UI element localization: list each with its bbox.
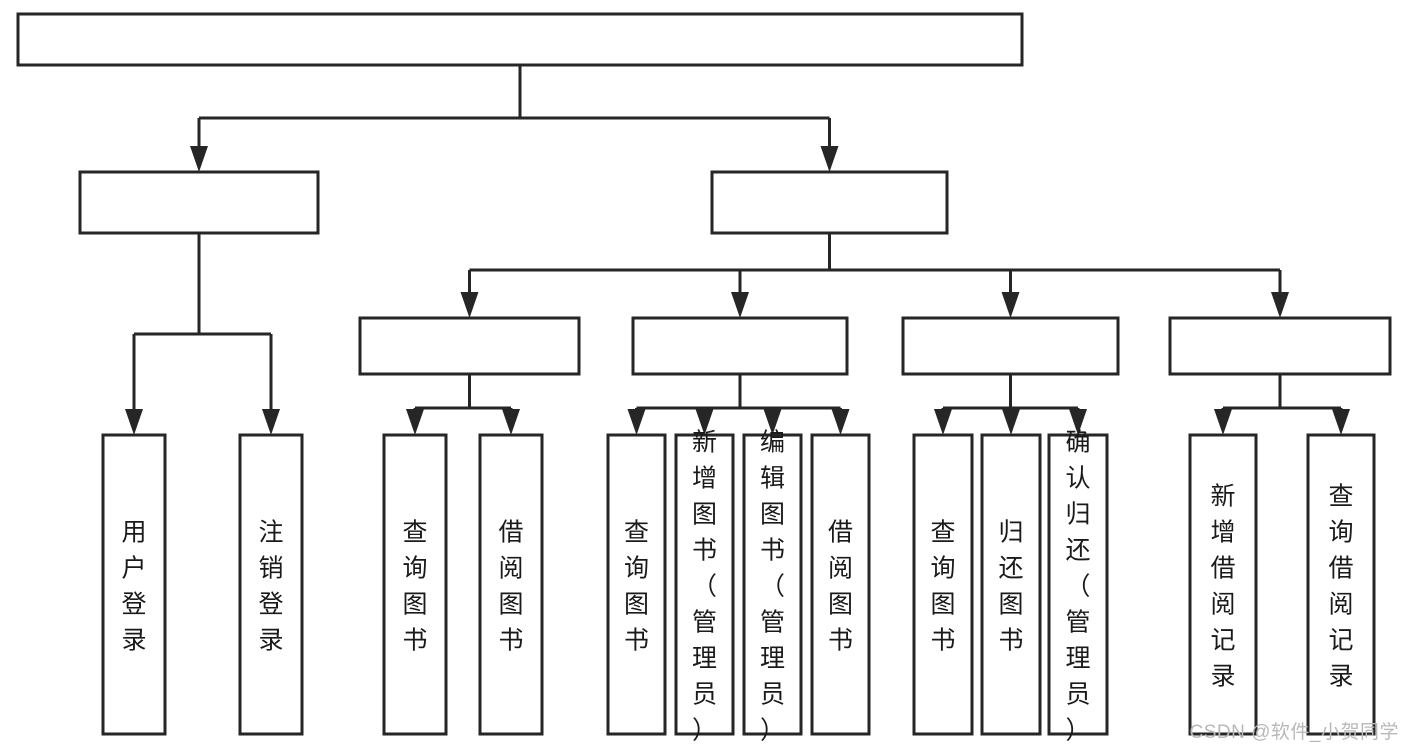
leaf-new-book-1[interactable]: 借阅图书 [478, 433, 544, 736]
leaf-current-borrow-0[interactable]: 查询图书 [912, 433, 974, 736]
node-level3-1[interactable] [631, 316, 849, 376]
leaf-book-borrow-3-label: 借阅图书 [828, 519, 853, 655]
connector-links [125, 65, 1350, 435]
leaf-current-borrow-2[interactable]: 确认归还（管理员） [1047, 429, 1109, 745]
leaf-new-book-0[interactable]: 查询图书 [382, 433, 448, 736]
leaf-user-login-1[interactable]: 注销登录 [238, 433, 304, 736]
leaf-current-borrow-1-label: 归还图书 [998, 519, 1023, 655]
leaf-book-borrow-0-label: 查询图书 [624, 519, 649, 655]
leaf-borrow-record-1[interactable]: 查询借阅记录 [1306, 433, 1376, 736]
node-boxes: 用户登录 注销登录 查询图书 借阅图书 查询图书 新增图书（管理员） 编辑图书（管理员） 借阅… [16, 12, 1392, 745]
leaf-borrow-record-0[interactable]: 新增借阅记录 [1188, 433, 1258, 736]
leaf-borrow-record-1-label: 查询借阅记录 [1328, 483, 1353, 691]
leaf-current-borrow-2-label: 确认归还（管理员） [1065, 429, 1090, 745]
leaf-current-borrow-0-label: 查询图书 [930, 519, 955, 655]
leaf-book-borrow-3[interactable]: 借阅图书 [810, 433, 871, 736]
leaf-book-borrow-2[interactable]: 编辑图书（管理员） [742, 429, 803, 745]
leaf-user-login-1-label: 注销登录 [258, 519, 283, 655]
node-level3-3[interactable] [1168, 316, 1392, 376]
node-root-system[interactable] [16, 12, 1024, 67]
watermark-text: CSDN @软件_小贺同学 [1189, 722, 1399, 743]
leaf-user-login-0-label: 用户登录 [121, 519, 146, 655]
node-user-login[interactable] [78, 170, 320, 235]
node-book-manage[interactable] [710, 170, 949, 235]
leaf-current-borrow-1[interactable]: 归还图书 [980, 433, 1042, 736]
leaf-book-borrow-0[interactable]: 查询图书 [606, 433, 667, 736]
leaf-new-book-1-label: 借阅图书 [498, 519, 523, 655]
leaf-book-borrow-1-label: 新增图书（管理员） [692, 429, 717, 745]
node-level3-2[interactable] [901, 316, 1120, 376]
leaf-book-borrow-1[interactable]: 新增图书（管理员） [674, 429, 735, 745]
leaf-book-borrow-2-label: 编辑图书（管理员） [760, 429, 785, 745]
leaf-borrow-record-0-label: 新增借阅记录 [1210, 483, 1235, 691]
node-level3-0[interactable] [358, 316, 581, 376]
leaf-user-login-0[interactable]: 用户登录 [101, 433, 167, 736]
leaf-new-book-0-label: 查询图书 [402, 519, 427, 655]
